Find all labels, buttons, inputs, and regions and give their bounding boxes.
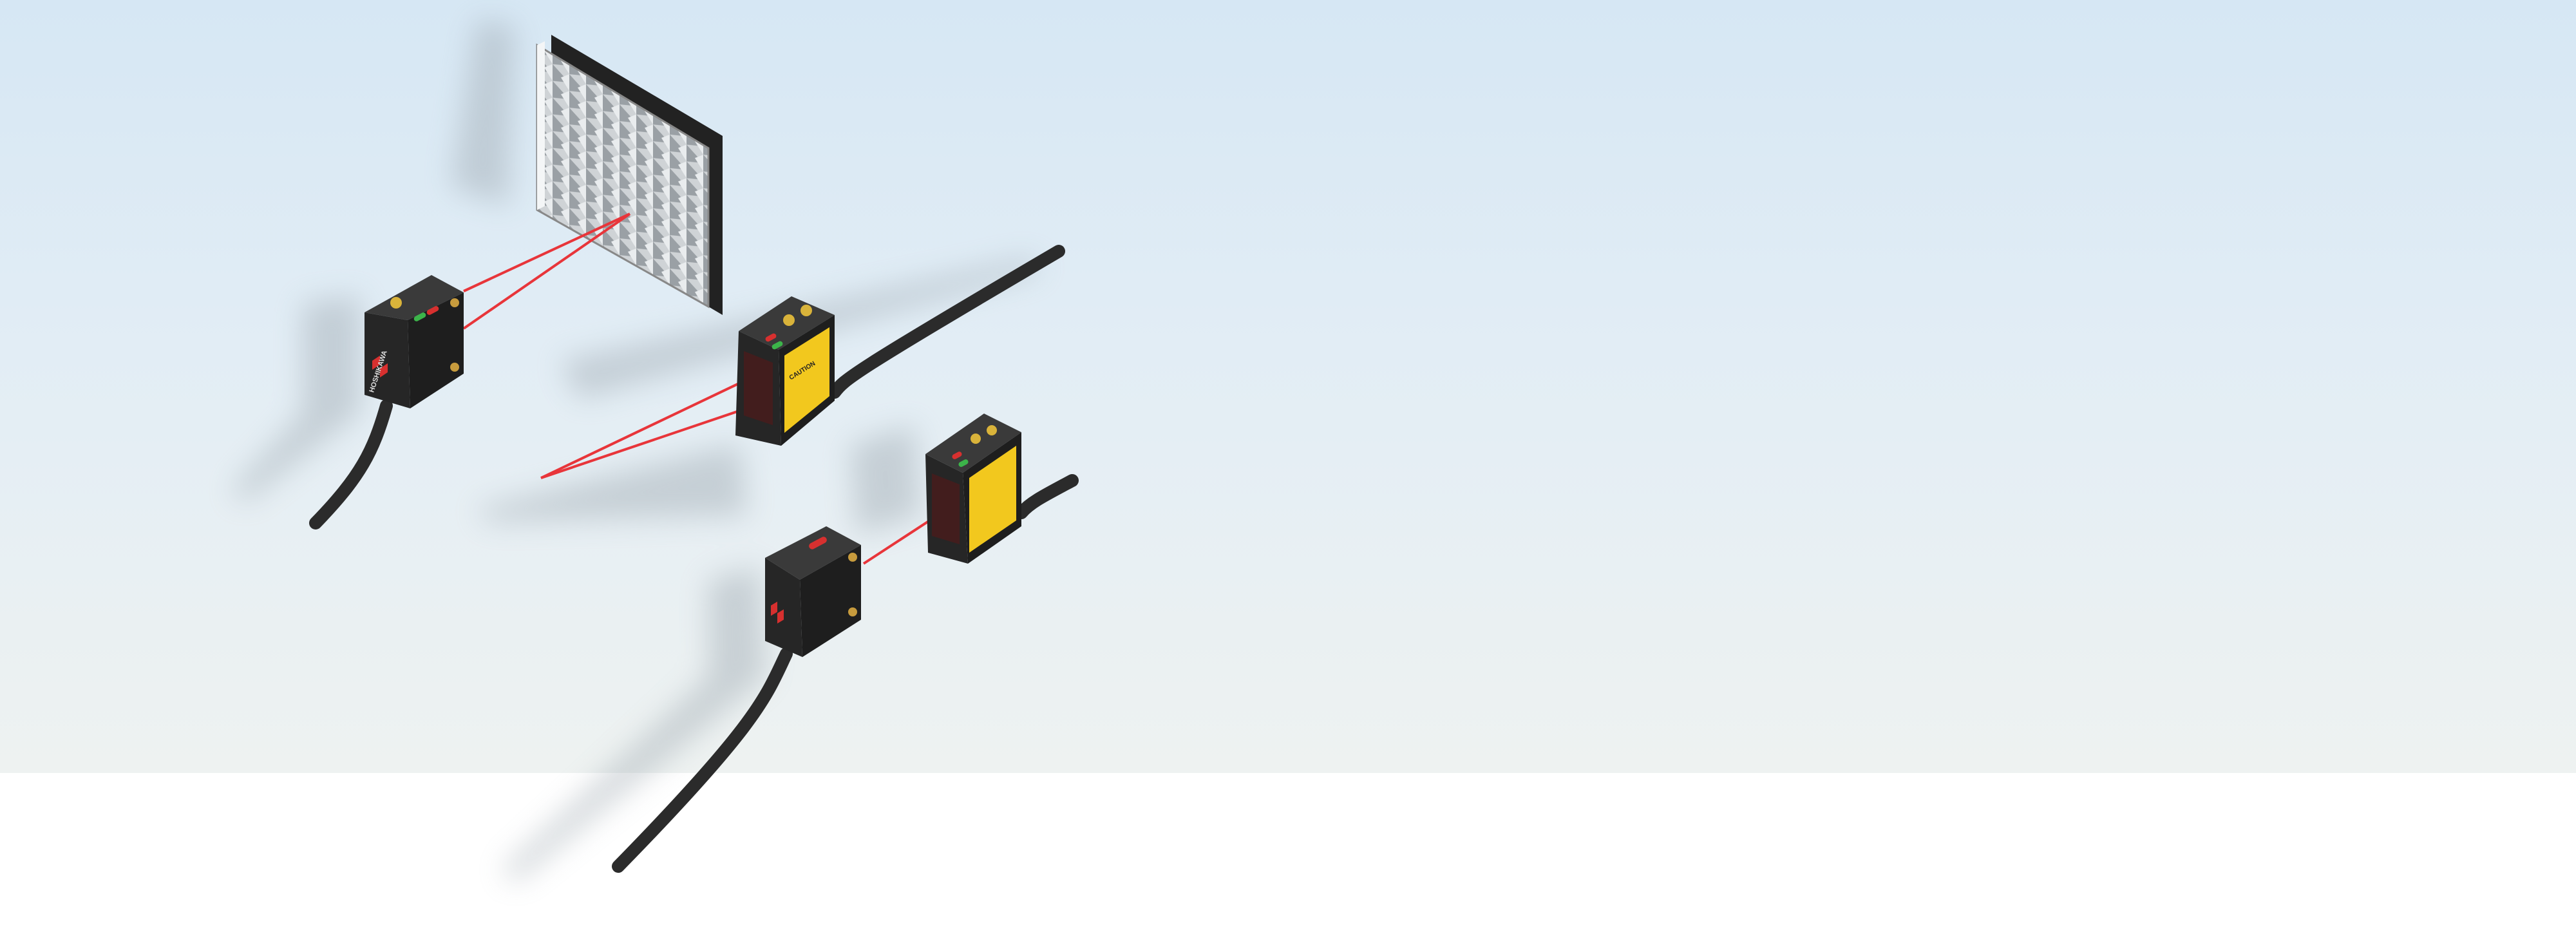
- sensor-yellow-middle: CAUTION: [735, 296, 835, 446]
- laser-beams: [462, 213, 943, 565]
- sensor-black-left: HOSHIKAWA: [365, 275, 464, 408]
- sensor-yellow-right: [925, 414, 1021, 564]
- sensor-black-bottom: [765, 526, 861, 657]
- cables: [309, 245, 1079, 873]
- reflector: [536, 35, 723, 315]
